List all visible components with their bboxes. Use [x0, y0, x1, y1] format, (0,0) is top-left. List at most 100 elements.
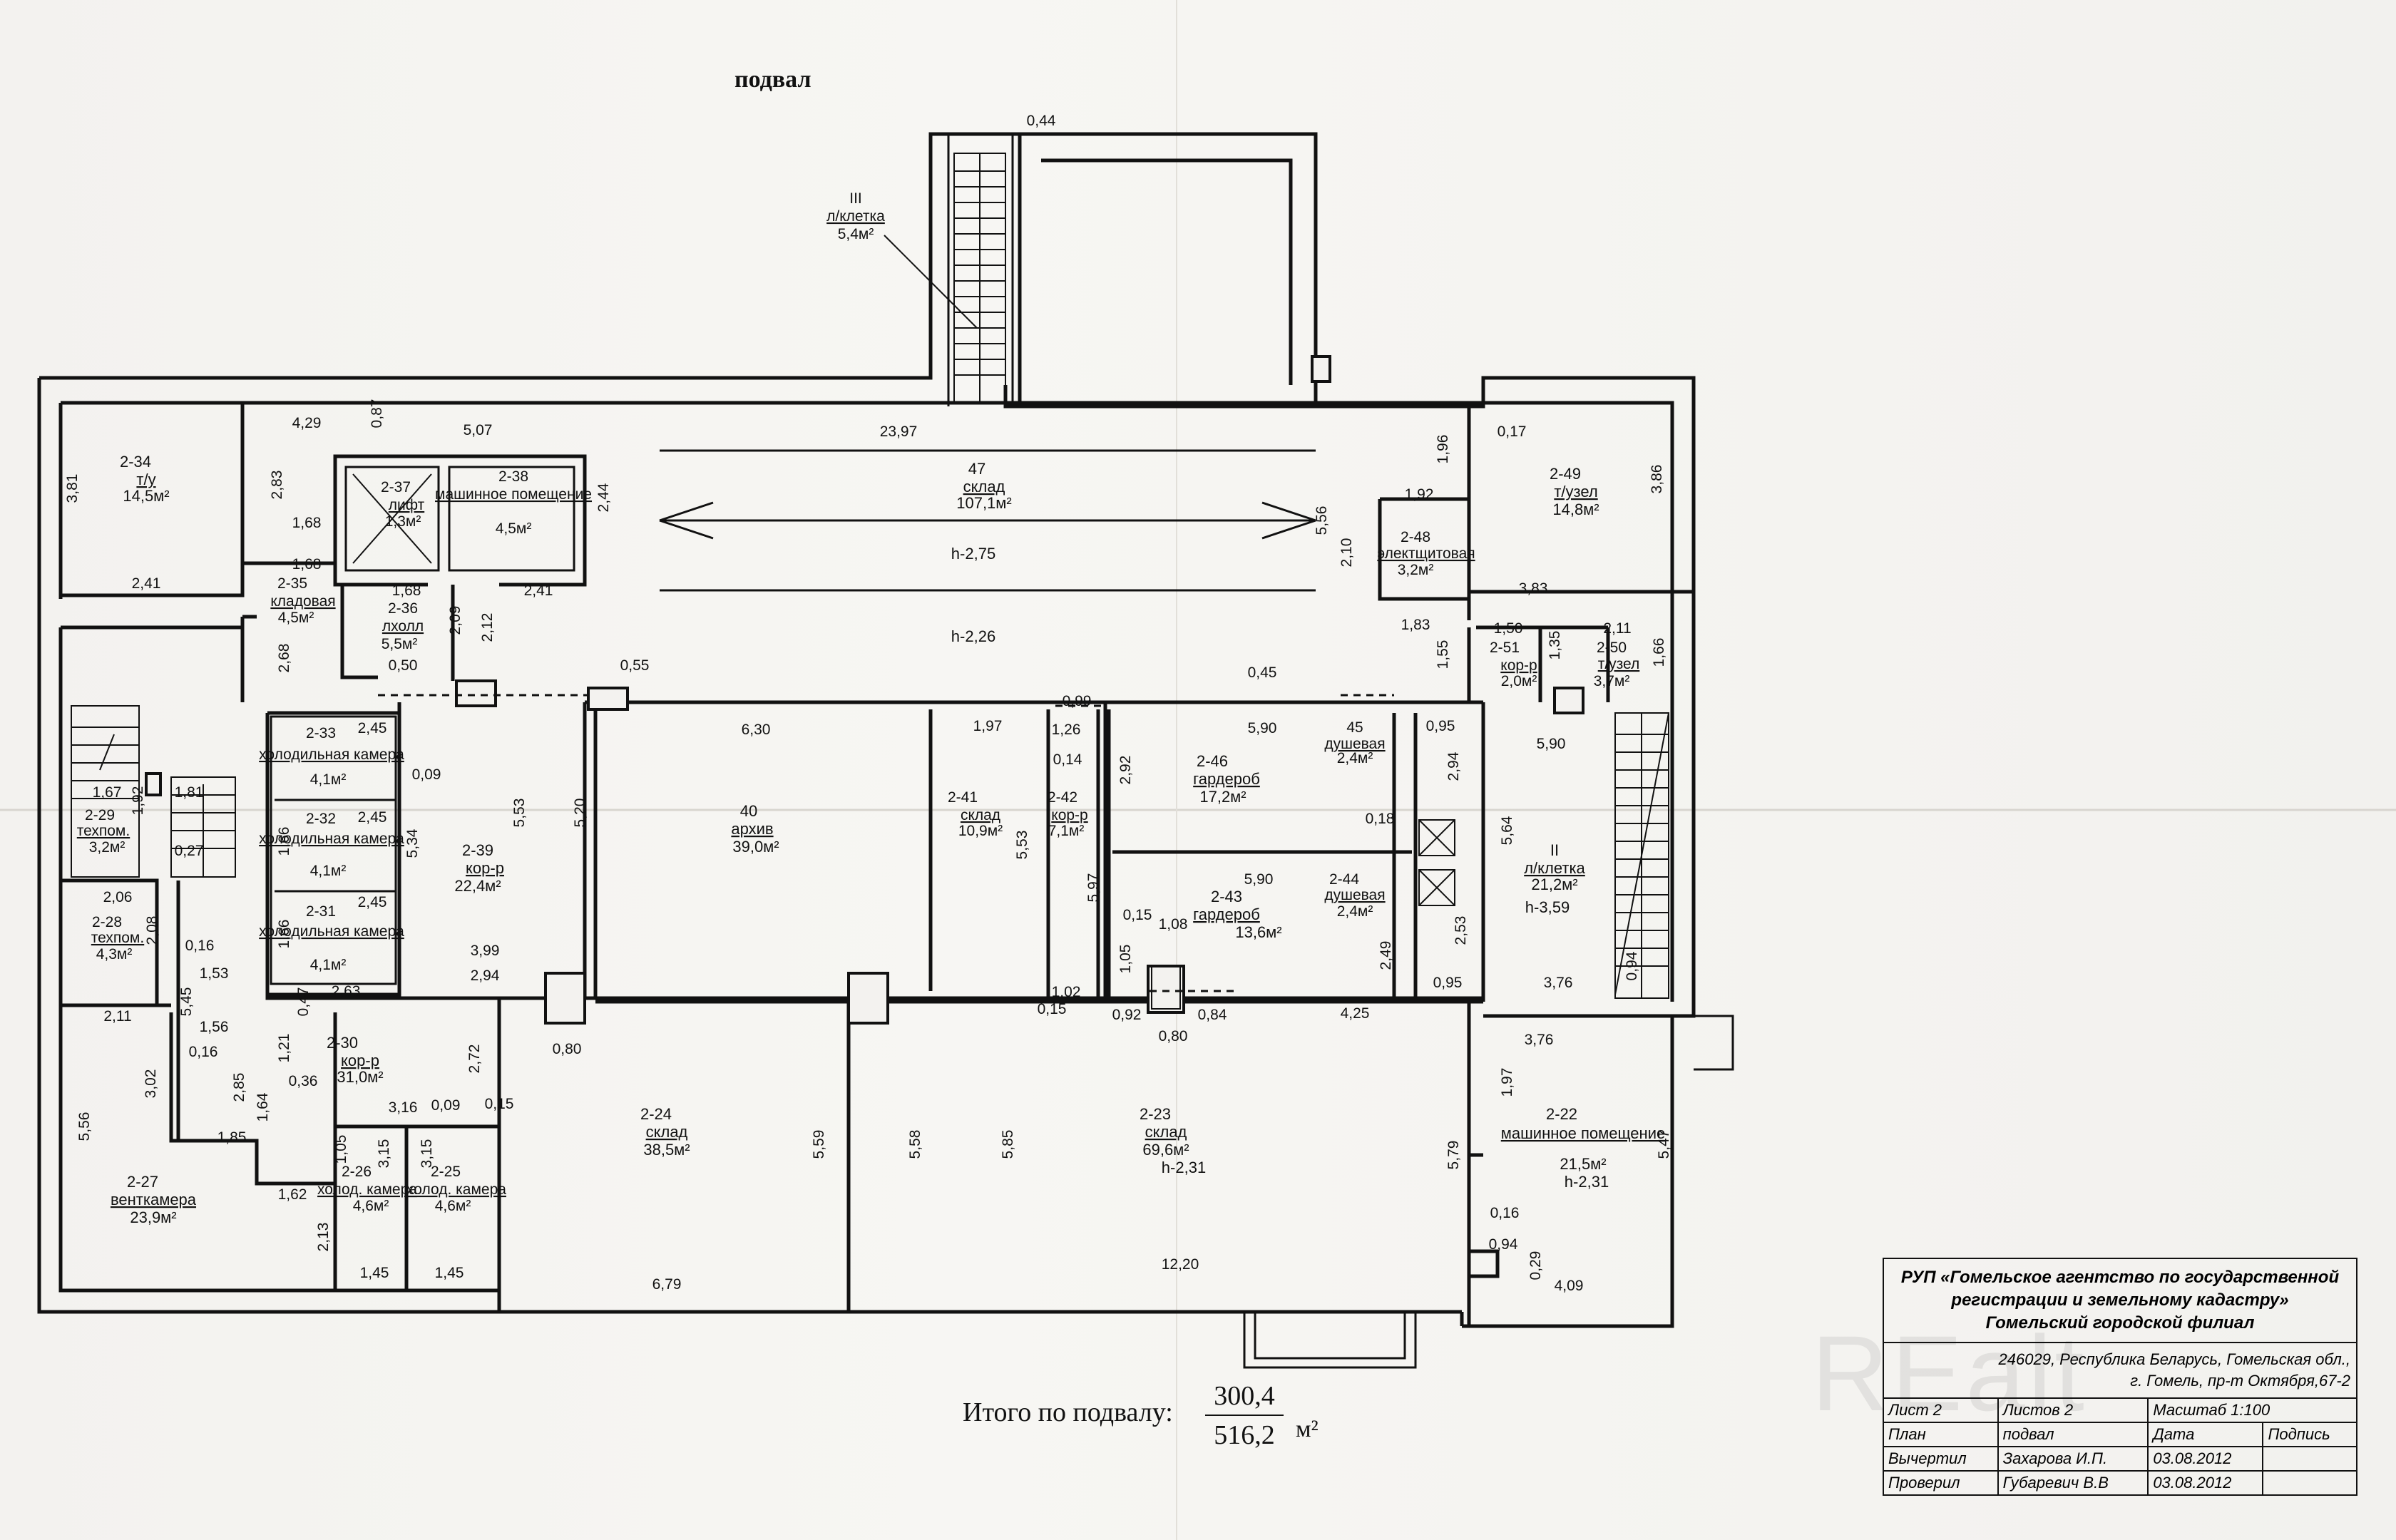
- dimension-label: 2,72: [466, 1044, 483, 1074]
- dimension-label: 1,81: [175, 784, 204, 801]
- svg-text:II: II: [1550, 841, 1559, 859]
- dimension-label: 3,15: [419, 1139, 435, 1169]
- dimension-label: 0,99: [1063, 693, 1092, 709]
- svg-text:техпом.: техпом.: [77, 823, 130, 839]
- dimension-label: 0,36: [289, 1073, 318, 1089]
- plan-title: подвал: [734, 66, 812, 93]
- svg-text:склад: склад: [963, 478, 1005, 496]
- dimension-label: 1,05: [1117, 945, 1134, 974]
- svg-text:4,5м²: 4,5м²: [496, 520, 532, 537]
- dimension-label: 5,59: [811, 1130, 827, 1159]
- dimension-label: 2,12: [479, 613, 496, 642]
- dimension-label: 0,95: [1433, 975, 1463, 991]
- dimension-label: 5,53: [511, 799, 528, 828]
- dimension-label: 5,90: [1248, 720, 1277, 736]
- dimension-label: 1,97: [1499, 1068, 1515, 1097]
- svg-text:2-22: 2-22: [1546, 1105, 1577, 1123]
- svg-text:2-35: 2-35: [277, 575, 307, 592]
- svg-text:516,2: 516,2: [1214, 1420, 1275, 1450]
- svg-text:2-49: 2-49: [1550, 465, 1581, 483]
- svg-text:2-37: 2-37: [381, 479, 411, 496]
- dimension-label: 1,35: [1547, 631, 1563, 660]
- svg-text:кладовая: кладовая: [270, 593, 335, 610]
- dimension-label: 4,09: [1555, 1278, 1584, 1294]
- room-2-34: 2-34т/у14,5м²: [120, 453, 170, 505]
- dimension-label: 1,02: [1052, 984, 1081, 1000]
- sheet-count: Листов 2: [1997, 1397, 2149, 1423]
- dimension-label: 0,16: [185, 938, 215, 954]
- dimension-label: 3,76: [1525, 1032, 1554, 1048]
- dimension-label: 5,56: [76, 1112, 93, 1141]
- svg-text:2-41: 2-41: [948, 789, 978, 806]
- sheet-number: Лист 2: [1883, 1397, 1999, 1423]
- dimension-label: 2,94: [471, 967, 500, 984]
- dimension-label: 2,10: [1338, 538, 1355, 568]
- dimension-label: 1,97: [973, 718, 1003, 734]
- organization-name: РУП «Гомельское агентство по государстве…: [1883, 1258, 2357, 1343]
- warehouse-arrows: [659, 449, 1316, 592]
- dimension-label: 1,67: [93, 784, 122, 801]
- openings: [378, 694, 1394, 992]
- dimension-label: 2,11: [1603, 620, 1631, 637]
- svg-text:13,6м²: 13,6м²: [1235, 923, 1281, 941]
- dimension-label: 5,53: [1014, 831, 1030, 860]
- dimension-label: 1,68: [292, 515, 322, 531]
- svg-text:h-2,75: h-2,75: [951, 545, 995, 563]
- dimension-label: 1,62: [278, 1186, 307, 1203]
- dimension-label: 2,45: [358, 720, 387, 736]
- svg-text:39,0м²: 39,0м²: [732, 838, 779, 856]
- svg-text:45: 45: [1346, 719, 1363, 736]
- dimension-label: 0,15: [485, 1096, 514, 1112]
- svg-text:4,1м²: 4,1м²: [310, 863, 347, 879]
- svg-text:2-28: 2-28: [92, 914, 122, 930]
- dimension-label: 1,55: [1435, 640, 1451, 669]
- svg-text:5,5м²: 5,5м²: [382, 636, 418, 652]
- dimension-label: 2,41: [524, 582, 553, 599]
- svg-text:холод. камера: холод. камера: [406, 1181, 506, 1198]
- dimension-label: 5,64: [1499, 816, 1515, 845]
- dimension-label: 0,09: [412, 766, 441, 783]
- dimension-label: 2,44: [595, 483, 612, 512]
- header-name: подвал: [1997, 1422, 2149, 1447]
- svg-text:14,8м²: 14,8м²: [1552, 500, 1599, 518]
- svg-text:40: 40: [740, 802, 757, 820]
- dimension-label: 3,86: [1649, 465, 1665, 494]
- dimension-label: 2,45: [358, 894, 387, 910]
- svg-text:кор-р: кор-р: [341, 1052, 379, 1069]
- svg-text:3,7м²: 3,7м²: [1594, 673, 1630, 689]
- dimension-label: 1,45: [360, 1265, 389, 1281]
- dimension-label: 0,87: [369, 399, 385, 428]
- stair-III: [884, 153, 1006, 404]
- svg-text:h-2,31: h-2,31: [1162, 1159, 1206, 1176]
- svg-text:4,6м²: 4,6м²: [353, 1198, 389, 1214]
- svg-text:21,2м²: 21,2м²: [1531, 876, 1577, 893]
- dimension-label: 0,17: [1498, 423, 1527, 440]
- svg-text:1,3м²: 1,3м²: [385, 513, 421, 530]
- svg-text:2-23: 2-23: [1140, 1105, 1171, 1123]
- header-plan: План: [1883, 1422, 1999, 1447]
- svg-text:склад: склад: [646, 1123, 688, 1141]
- svg-text:электщитовая: электщитовая: [1377, 545, 1475, 562]
- dimension-label: 0,44: [1027, 113, 1056, 129]
- interior-walls: [61, 403, 1694, 1326]
- svg-text:2-44: 2-44: [1329, 871, 1359, 888]
- scale: Масштаб 1:100: [2147, 1397, 2357, 1423]
- svg-text:III: III: [849, 190, 862, 207]
- dimension-label: 1,45: [435, 1265, 464, 1281]
- dimension-label: 1,92: [130, 786, 146, 816]
- svg-text:2-33: 2-33: [306, 725, 336, 741]
- svg-text:17,2м²: 17,2м²: [1199, 788, 1246, 806]
- dimension-label: 5,58: [907, 1130, 923, 1159]
- svg-text:7,1м²: 7,1м²: [1048, 823, 1085, 839]
- svg-text:т/узел: т/узел: [1598, 656, 1640, 672]
